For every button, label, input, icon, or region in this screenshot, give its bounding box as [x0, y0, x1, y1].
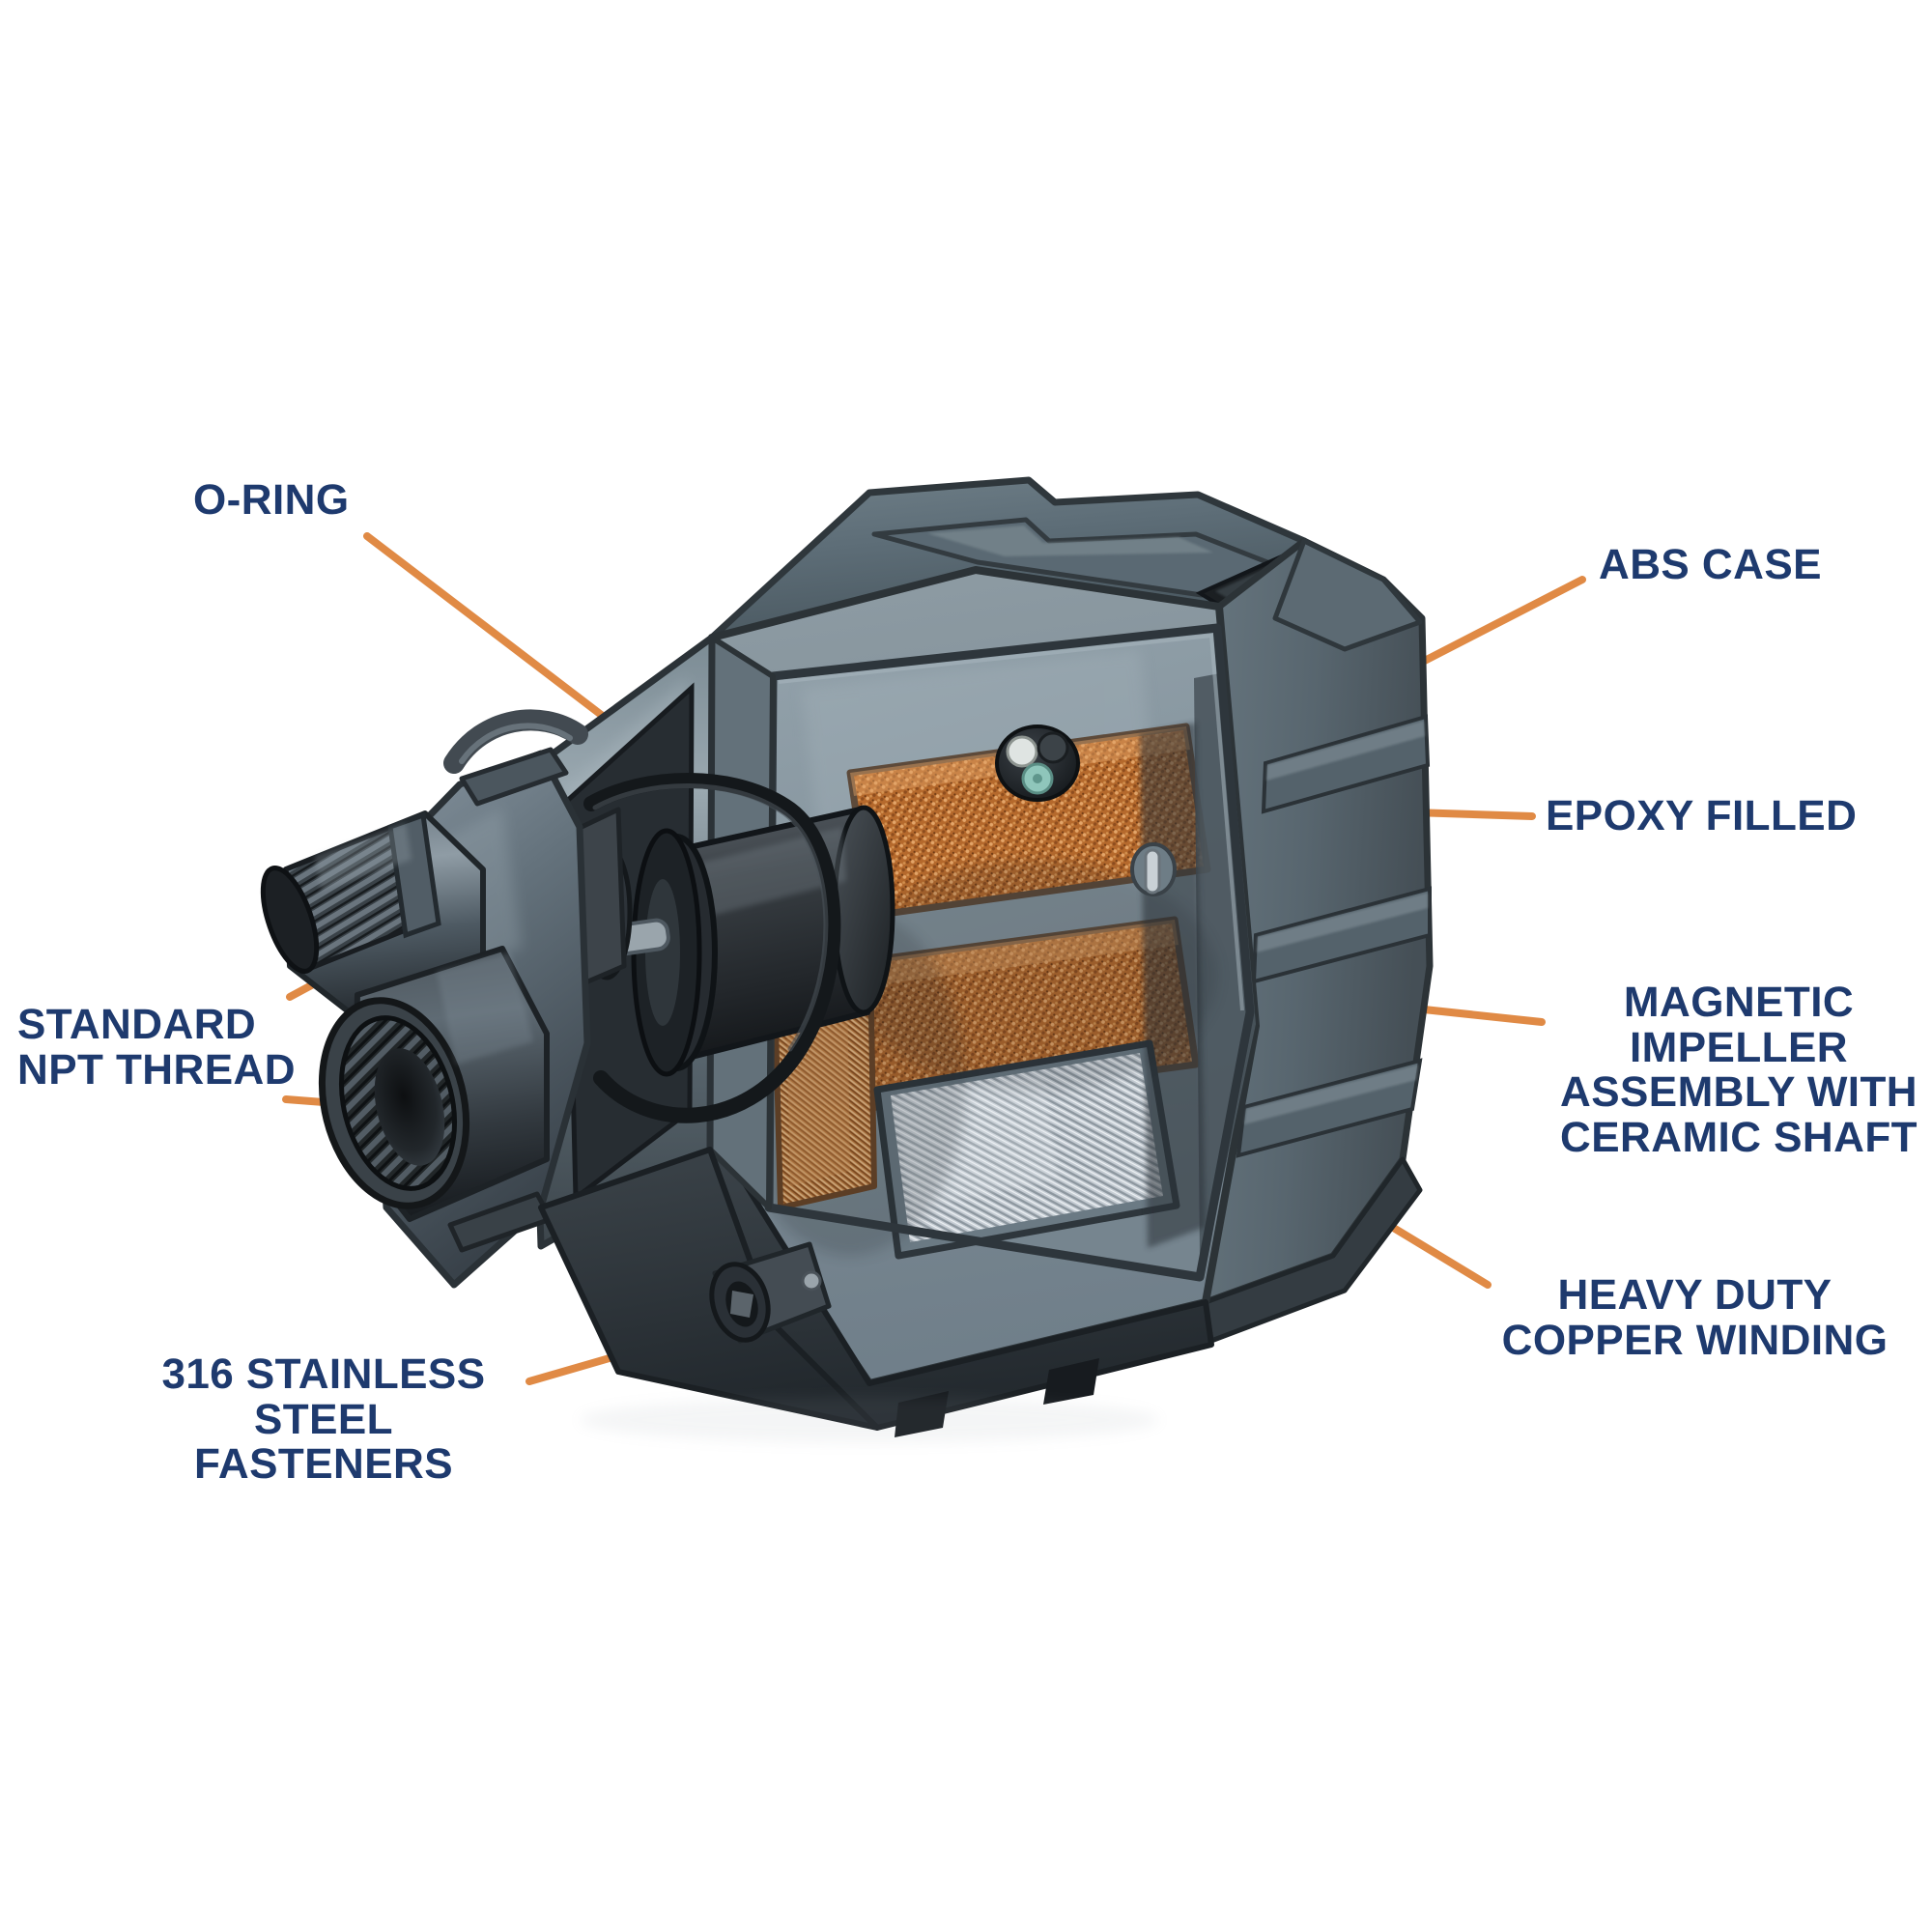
- abs-case-top-rib-highlight: [927, 526, 1213, 556]
- cable-grommet: [995, 724, 1080, 802]
- callout-abs-case: ABS CASE: [1599, 541, 1822, 588]
- wire-black: [1037, 731, 1069, 764]
- fastener-small-screw: [801, 1270, 822, 1292]
- callout-epoxy-filled: EPOXY FILLED: [1546, 792, 1858, 839]
- case-foot-notch-right: [1043, 1358, 1099, 1405]
- case-screw-detail: [1130, 842, 1177, 896]
- stainless-fastener: [709, 1241, 832, 1344]
- volute-clamp-ring: [443, 709, 588, 774]
- wire-white: [1006, 735, 1038, 768]
- case-cut-rim-highlight: [778, 633, 1244, 1011]
- volute-fin-upper: [459, 747, 569, 807]
- volute-clamp-ring-highlight: [459, 723, 573, 764]
- pump-assembly: [260, 476, 1434, 1443]
- male-npt-gloss: [315, 823, 412, 891]
- callout-oring: O-RING: [193, 476, 350, 524]
- female-npt-gloss: [437, 952, 533, 1065]
- male-npt-end-face: [260, 866, 320, 974]
- impeller-disc-hub: [645, 879, 680, 1026]
- oring-seal: [583, 773, 841, 1123]
- callout-heavy-duty-copper-winding: HEAVY DUTY COPPER WINDING: [1501, 1271, 1889, 1364]
- abs-case-right-chamfer-top: [1272, 538, 1423, 652]
- rotor-end-face: [832, 805, 895, 1015]
- female-npt-port: [318, 946, 550, 1222]
- rotor-body-gloss: [692, 827, 846, 920]
- motor-base-ledge: [538, 1147, 880, 1431]
- callout-316-stainless-steel-fasteners: 316 STAINLESS STEEL FASTENERS: [161, 1350, 486, 1489]
- callout-magnetic-impeller: MAGNETIC IMPELLER ASSEMBLY WITH CERAMIC …: [1560, 979, 1918, 1161]
- abs-case-right-rib-highlights: [1244, 721, 1428, 1124]
- ground-shadow: [580, 1397, 1159, 1443]
- fastener-drive-slot: [730, 1291, 753, 1318]
- female-npt-bore: [374, 1048, 445, 1166]
- callout-standard-npt-thread: STANDARD NPT THREAD: [17, 1001, 296, 1094]
